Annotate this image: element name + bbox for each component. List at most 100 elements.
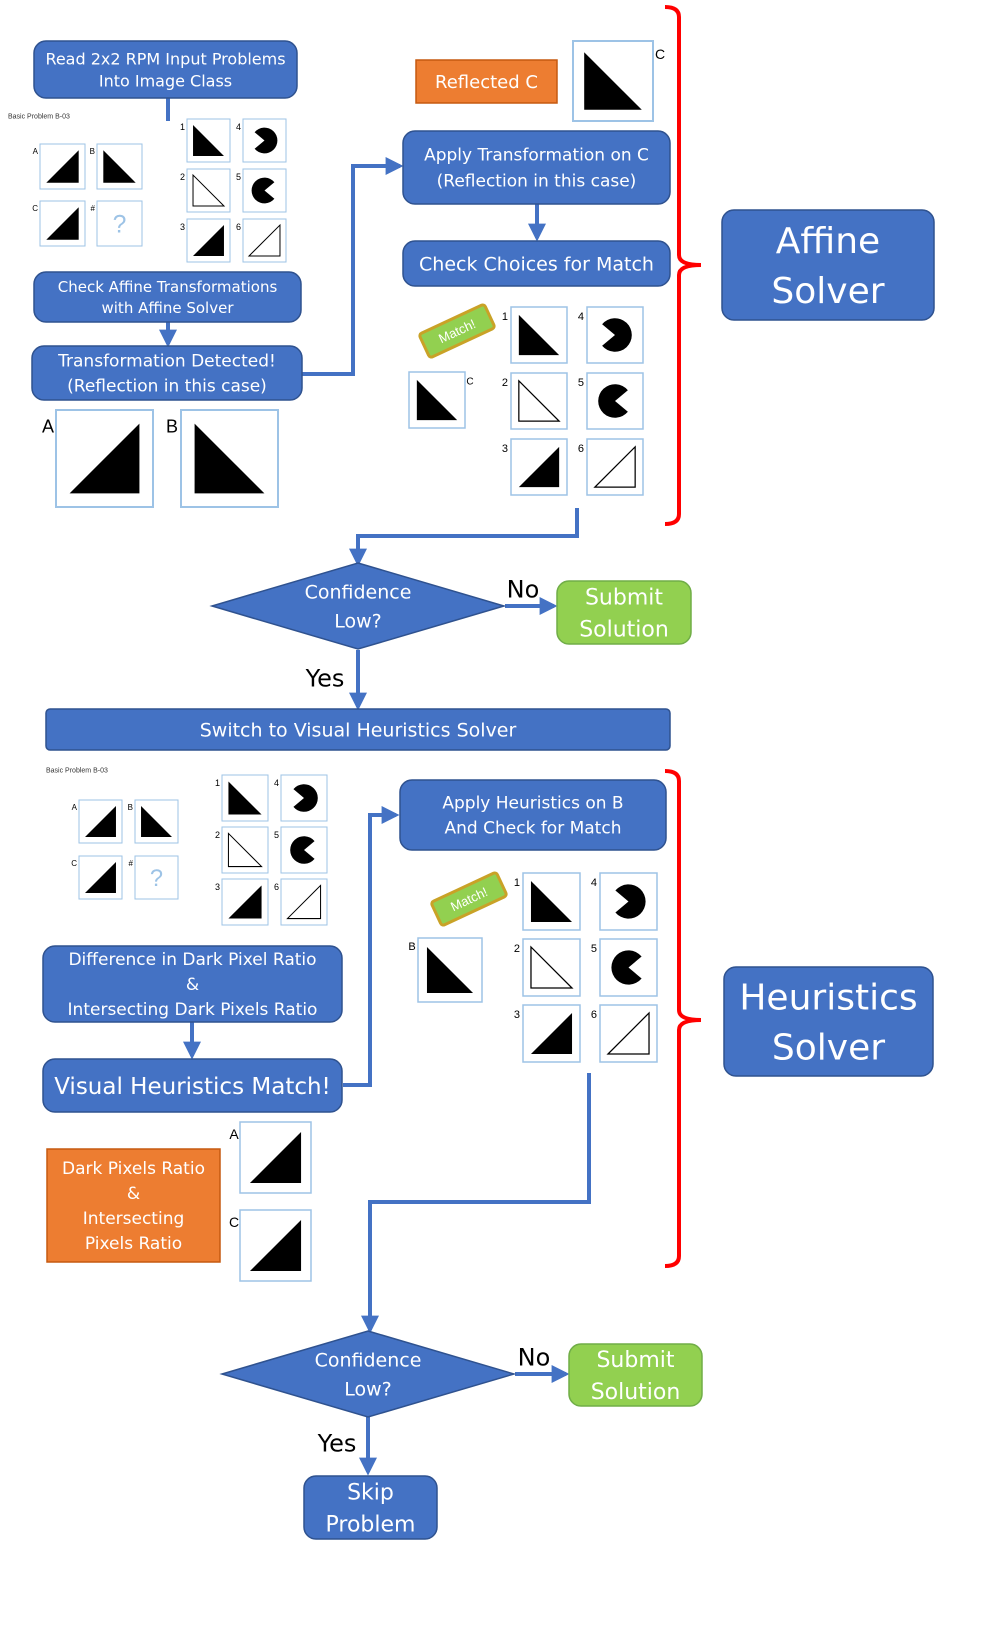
reflected-c-image-figure xyxy=(584,52,642,110)
skip-problem-box-shape xyxy=(303,1475,438,1540)
affine-choice-3: 3 xyxy=(180,218,231,263)
affine-choice-2: 2 xyxy=(180,168,231,213)
affine-image-a-figure xyxy=(69,423,140,494)
heuristics-matrix-cell-0: A xyxy=(72,799,123,844)
heuristics-match-tag: Match! xyxy=(430,871,508,927)
heuristics-check-choice-4-figure xyxy=(615,884,646,919)
connector-detected-to-apply xyxy=(302,157,404,376)
heuristics-b-label: B xyxy=(408,941,415,953)
affine-image-b-figure xyxy=(194,423,265,494)
affine-problem-title: Basic Problem B-03 xyxy=(8,114,70,121)
affine-check-choice-2-figure xyxy=(518,379,561,422)
heuristics-image-c xyxy=(239,1209,312,1282)
difference-ratio-box: Difference in Dark Pixel Ratio&Intersect… xyxy=(42,945,343,1023)
transformation-detected-box-text: Transformation Detected!(Reflection in t… xyxy=(57,352,276,397)
decision2-yes-label: Yes xyxy=(317,1430,357,1458)
brackets xyxy=(664,5,702,1268)
affine-matrix-cell-0-label: A xyxy=(33,147,39,156)
heuristics-choice-4-figure xyxy=(293,784,318,812)
check-affine-box-shape xyxy=(33,271,302,323)
heuristics-image-b xyxy=(417,937,483,1003)
reflected-c-mark: C xyxy=(655,46,665,62)
check-choices-box-text: Check Choices for Match xyxy=(419,253,654,275)
affine-check-choice-1-label: 1 xyxy=(502,311,508,323)
reflected-c-label-text: Reflected C xyxy=(435,72,538,93)
heuristics-choice-1-label: 1 xyxy=(215,778,220,788)
affine-check-choice-5: 5 xyxy=(578,372,644,430)
decision1-yes-label: Yes xyxy=(305,665,345,693)
affine-check-choice-3-figure xyxy=(518,446,560,488)
apply-transformation-box-text: Apply Transformation on C(Reflection in … xyxy=(424,146,649,192)
affine-check-choice-4-label: 4 xyxy=(578,311,584,323)
heuristics-matrix-cell-2: C xyxy=(71,855,123,900)
transformation-detected-box-shape xyxy=(31,345,303,401)
affine-matrix-cell-2-label: C xyxy=(32,204,38,213)
affine-choice-1-label: 1 xyxy=(180,122,185,132)
affine-matrix-cell-3-label: # xyxy=(91,204,96,213)
affine-check-choice-5-figure xyxy=(598,384,628,418)
heuristics-check-choice-5-label: 5 xyxy=(591,943,597,955)
difference-ratio-box-text: Difference in Dark Pixel Ratio&Intersect… xyxy=(68,950,318,1020)
affine-label-b: B xyxy=(166,416,178,436)
affine-choice-5-label: 5 xyxy=(236,172,241,182)
heuristics-check-choice-1-figure xyxy=(530,880,573,923)
decision2-shape xyxy=(219,1330,517,1418)
difference-ratio-box-shape xyxy=(42,945,343,1023)
affine-choice-1: 1 xyxy=(180,118,231,163)
affine-solver-bracket xyxy=(664,5,702,526)
affine-check-choice-6: 6 xyxy=(578,438,644,496)
affine-matrix-cell-1-label: B xyxy=(90,147,95,156)
apply-heuristics-box-shape xyxy=(399,779,667,851)
heuristics-matrix-cell-3-label: # xyxy=(129,859,134,868)
affine-matrix-cell-1: B xyxy=(90,143,143,190)
heuristics-check-choice-2: 2 xyxy=(514,938,581,997)
affine-check-choice-4-figure xyxy=(602,318,632,352)
heuristics-choice-3-label: 3 xyxy=(215,882,220,892)
apply-transformation-box-shape xyxy=(402,130,671,205)
heuristics-choice-1: 1 xyxy=(215,774,269,822)
affine-matrix-cell-2: C xyxy=(32,200,86,247)
affine-check-choice-6-label: 6 xyxy=(578,443,584,455)
apply-transformation-box: Apply Transformation on C(Reflection in … xyxy=(402,130,671,205)
connector-choices-to-decision1 xyxy=(349,508,579,567)
heuristics-match-tag-shape xyxy=(430,871,508,927)
affine-choice-4-figure xyxy=(254,127,278,154)
affine-check-choice-3-label: 3 xyxy=(502,443,508,455)
heuristics-matrix-cell-2-figure xyxy=(85,862,116,893)
affine-choice-5-figure xyxy=(251,177,275,204)
affine-matrix-cell-1-figure xyxy=(103,150,136,183)
affine-matrix-cell-2-figure xyxy=(46,207,79,240)
visual-heuristics-match-box-text: Visual Heuristics Match! xyxy=(54,1074,331,1100)
affine-choice-4: 4 xyxy=(236,118,287,163)
heuristics-image-c-figure xyxy=(249,1219,302,1272)
heuristics-choice-3: 3 xyxy=(215,878,269,926)
connector-visual-match-to-apply xyxy=(343,806,400,1087)
affine-solver-label-shape xyxy=(721,209,935,321)
heuristics-choice-1-figure xyxy=(228,781,262,815)
dark-pixels-ratio-label-shape xyxy=(46,1148,221,1263)
heuristics-check-choice-2-figure xyxy=(530,945,574,989)
affine-check-choice-1-figure xyxy=(518,314,560,356)
heuristics-choice-5: 5 xyxy=(274,826,328,874)
decision2-submit-box-shape xyxy=(568,1343,703,1407)
decision1-no-label: No xyxy=(507,576,540,604)
connectors xyxy=(159,98,591,1476)
switch-solver-box: Switch to Visual Heuristics Solver xyxy=(45,708,671,751)
heuristics-check-choice-4-label: 4 xyxy=(591,877,597,889)
